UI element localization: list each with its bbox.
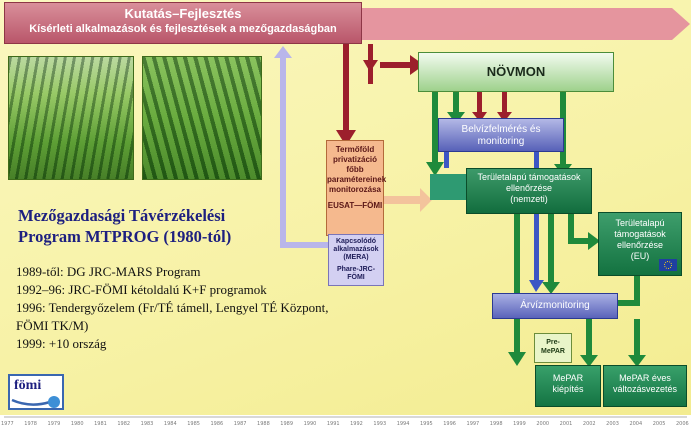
year-tick: 1998 <box>489 421 503 427</box>
program-title-line2: Program MTPROG (1980-tól) <box>18 227 232 246</box>
box-line: MePAR éves <box>619 373 671 383</box>
program-title-line1: Mezőgazdasági Távérzékelési <box>18 206 226 225</box>
rd-subtitle: Kísérleti alkalmazások és fejlesztések a… <box>29 23 337 35</box>
box-line: alkalmazások <box>333 246 379 253</box>
box-line: Phare-JRC-FÖMI <box>336 266 376 281</box>
year-tick: 1993 <box>373 421 387 427</box>
year-tick: 1994 <box>396 421 410 427</box>
year-tick: 1981 <box>94 421 107 427</box>
box-line: Területalapú <box>615 218 665 228</box>
box-line: EUSAT—FÖMI <box>327 201 383 210</box>
box-line: támogatások <box>614 229 666 239</box>
box-line: Pre- <box>546 339 560 346</box>
year-tick: 1990 <box>303 421 317 427</box>
inland-water-box: Belvízfelmérés és monitoring <box>438 118 564 152</box>
year-tick: 1995 <box>419 421 433 427</box>
related-applications-box: Kapcsolódó alkalmazások (MERA) Phare-JRC… <box>328 234 384 286</box>
box-line: ellenőrzése <box>616 240 664 250</box>
year-tick: 1989 <box>280 421 294 427</box>
flood-monitoring-box: Árvízmonitoring <box>492 293 618 319</box>
box-line: Belvízfelmérés és <box>461 124 541 135</box>
logo-text: fömi <box>14 378 42 393</box>
rd-header-bar: Kutatás–Fejlesztés Kísérleti alkalmazáso… <box>4 2 362 44</box>
year-tick: 1987 <box>233 421 247 427</box>
year-tick: 2006 <box>676 421 689 427</box>
box-line: Termőföld <box>335 145 375 154</box>
box-line: MePAR <box>541 348 565 355</box>
year-tick: 1984 <box>163 421 177 427</box>
year-tick: 2000 <box>536 421 550 427</box>
history-item: 1992–96: JRC-FÖMI kétoldalú K+F programo… <box>16 282 267 297</box>
box-line: (EU) <box>630 251 650 261</box>
national-area-support-box: Területalapú támogatások ellenőrzése (ne… <box>466 168 592 214</box>
green-arrows <box>426 92 646 367</box>
fomi-logo: fömi <box>8 374 64 410</box>
year-tick: 2001 <box>559 421 573 427</box>
eu-area-support-box: Területalapú támogatások ellenőrzése (EU… <box>598 212 682 276</box>
year-tick: 1978 <box>24 421 37 427</box>
red-arrows <box>336 44 512 146</box>
mepar-build-box: MePAR kiépítés <box>535 365 601 407</box>
novmon-box: NÖVMON <box>418 52 614 92</box>
year-tick: 1992 <box>350 421 363 427</box>
crop-photo-left <box>8 56 134 180</box>
box-line: (MERA) <box>343 254 369 261</box>
year-tick: 1983 <box>140 421 154 427</box>
box-line: ellenőrzése <box>505 183 553 193</box>
national-lead-bar <box>430 174 466 200</box>
year-tick: 1997 <box>466 421 480 427</box>
year-tick: 1979 <box>47 421 61 427</box>
box-line: Területalapú támogatások <box>477 172 581 182</box>
year-tick: 1986 <box>210 421 224 427</box>
lavender-arrow <box>274 46 328 248</box>
year-axis-line <box>4 416 687 418</box>
year-axis: 1977 1978 1979 1980 1981 1982 1983 1984 1985 1986… <box>0 415 691 443</box>
history-list: 1989-től: DG JRC-MARS Program 1992–96: J… <box>16 263 336 353</box>
year-tick: 2004 <box>629 421 643 427</box>
year-tick: 1996 <box>443 421 456 427</box>
box-line: változásvezetés <box>612 384 678 394</box>
year-tick: 1980 <box>70 421 84 427</box>
box-line: monitorozása <box>328 185 381 194</box>
box-line: kiépítés <box>552 384 584 394</box>
year-tick: 1985 <box>187 421 200 427</box>
peach-arrow <box>384 188 432 212</box>
year-tick: 2005 <box>652 421 666 427</box>
rd-band-arrow <box>362 8 690 40</box>
year-tick: 1982 <box>117 421 131 427</box>
history-item: 1999: +10 ország <box>16 336 107 351</box>
year-tick: 2002 <box>582 421 596 427</box>
crop-photo-right <box>142 56 262 180</box>
box-line: főbb <box>346 165 364 174</box>
history-item: FÖMI TK/M) <box>16 318 89 333</box>
box-line: monitoring <box>477 136 525 147</box>
year-tick: 1988 <box>257 421 270 427</box>
land-privatization-box: Termőföld privatizáció főbb paraméterein… <box>326 140 387 236</box>
rd-title: Kutatás–Fejlesztés <box>124 6 242 21</box>
year-tick: 1991 <box>326 421 340 427</box>
year-tick: 1977 <box>1 421 14 427</box>
mepar-update-box: MePAR éves változásvezetés <box>603 365 687 407</box>
box-line: (nemzeti) <box>510 194 548 204</box>
history-item: 1989-től: DG JRC-MARS Program <box>16 264 201 279</box>
box-line: Kapcsolódó <box>335 238 377 245</box>
box-line: paramétereinek <box>327 175 387 184</box>
blue-arrows <box>444 152 544 292</box>
year-tick: 1999 <box>513 421 526 427</box>
program-title: Mezőgazdasági Távérzékelési Program MTPR… <box>18 205 288 247</box>
year-tick: 2003 <box>606 421 619 427</box>
eu-flag-icon <box>659 259 677 271</box>
history-item: 1996: Tendergyőzelem (Fr/TÉ támell, Leng… <box>16 300 329 315</box>
box-line: privatizáció <box>332 155 377 164</box>
box-line: MePAR <box>552 373 584 383</box>
pre-mepar-box: Pre- MePAR <box>534 333 572 363</box>
logo-swoosh-icon <box>11 396 60 408</box>
